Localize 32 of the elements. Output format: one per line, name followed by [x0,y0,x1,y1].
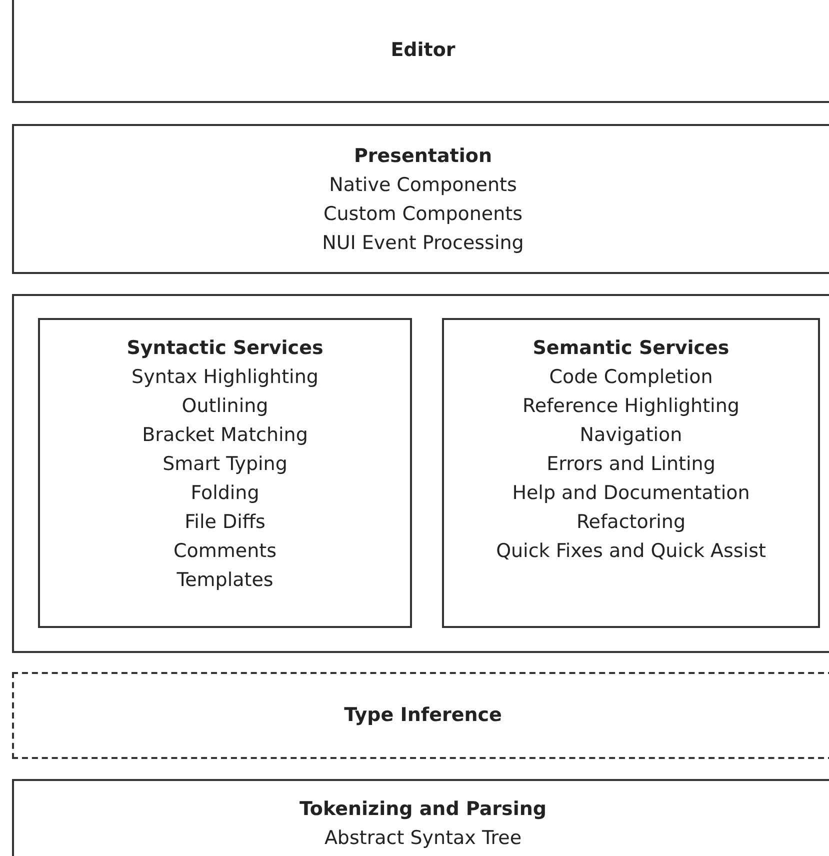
list-item: Navigation [580,423,682,448]
list-item: NUI Event Processing [322,231,524,256]
list-item: Abstract Syntax Tree [324,826,522,851]
layer-title: Syntactic Services [126,336,324,361]
list-item: Help and Documentation [512,481,750,506]
layer-box [12,672,829,759]
list-item: Bracket Matching [142,423,308,448]
list-item: Reference Highlighting [522,394,740,419]
list-item: Quick Fixes and Quick Assist [496,539,766,564]
layer-box [12,124,829,274]
list-item: Custom Components [323,202,523,227]
list-item: File Diffs [184,510,266,535]
list-item: Code Completion [549,365,713,390]
list-item: Outlining [182,394,268,419]
list-item: Native Components [329,173,517,198]
list-item: Comments [174,539,276,564]
layer-box [12,294,829,653]
service-box [38,318,412,628]
list-item: Smart Typing [162,452,288,477]
layer-title: Editor [390,38,456,62]
layer-title: Semantic Services [532,336,730,361]
layer-box [12,0,829,103]
layer-title: Type Inference [344,703,502,728]
service-box [442,318,820,628]
list-item: Errors and Linting [546,452,716,477]
list-item: Refactoring [576,510,686,535]
list-item: Syntax Highlighting [132,365,318,390]
layer-box [12,779,829,856]
list-item: Templates [176,568,274,593]
list-item: Folding [190,481,260,506]
layer-title: Tokenizing and Parsing [300,797,546,822]
layer-title: Presentation [354,144,492,169]
